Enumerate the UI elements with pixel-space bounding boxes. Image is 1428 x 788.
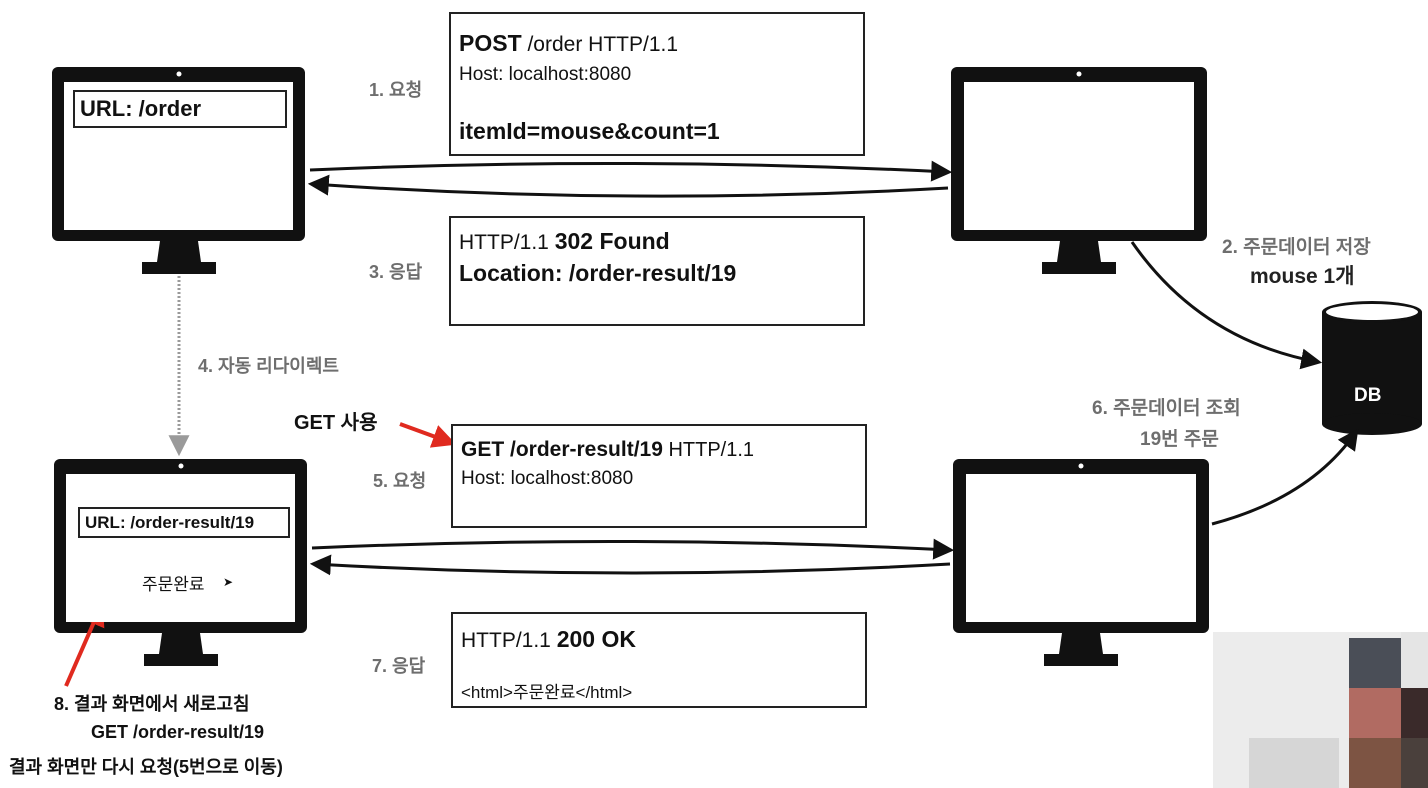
step-7-label: 7. 응답 <box>372 656 426 676</box>
save-arrow <box>1130 241 1323 370</box>
request-arrow-bottom <box>311 538 955 560</box>
video-overlay <box>1213 632 1428 788</box>
response-message-2: HTTP/1.1 200 OK <html>주문완료</html> <box>451 612 867 708</box>
request-path: GET /order-result/19 <box>461 438 663 461</box>
request-line: /order HTTP/1.1 <box>521 33 679 56</box>
http-method: POST <box>459 30 522 56</box>
response-body: <html>주문완료</html> <box>461 683 633 702</box>
query-arrow <box>1211 428 1359 526</box>
order-complete-text: 주문완료 <box>142 575 205 594</box>
status-code: 200 OK <box>556 626 636 652</box>
url-bar[interactable]: URL: /order-result/19 <box>78 507 290 538</box>
server-screen-top <box>964 82 1194 230</box>
step-5-label: 5. 요청 <box>373 471 427 491</box>
step-8-request: GET /order-result/19 <box>91 722 265 742</box>
url-bar[interactable]: URL: /order <box>73 90 287 128</box>
step-3-label: 3. 응답 <box>369 262 423 282</box>
request-line: HTTP/1.1 <box>662 439 755 461</box>
step-6-label: 6. 주문데이터 조회 <box>1092 398 1241 419</box>
server-screen-bottom <box>966 474 1196 622</box>
step-1-label: 1. 요청 <box>369 80 423 100</box>
db-label: DB <box>1354 385 1382 406</box>
step-2-detail: mouse 1개 <box>1250 265 1355 288</box>
cursor-icon: ➤ <box>223 575 234 589</box>
step-8-label: 8. 결과 화면에서 새로고침 <box>54 694 250 714</box>
step-4-label: 4. 자동 리다이렉트 <box>198 356 339 376</box>
client-screen-top: URL: /order <box>64 82 293 230</box>
response-arrow-bottom <box>309 554 951 576</box>
get-use-label: GET 사용 <box>294 412 378 434</box>
status-prefix: HTTP/1.1 <box>461 629 557 652</box>
request-body: itemId=mouse&count=1 <box>459 118 720 144</box>
step-8-note: 결과 화면만 다시 요청(5번으로 이동) <box>9 757 283 777</box>
get-use-arrow <box>399 422 457 448</box>
request-message-1: POST /order HTTP/1.1 Host: localhost:808… <box>449 12 865 156</box>
step-2-label: 2. 주문데이터 저장 <box>1222 237 1371 258</box>
status-code: 302 Found <box>554 228 670 254</box>
step-6-detail: 19번 주문 <box>1140 429 1219 450</box>
response-arrow-top <box>307 174 949 198</box>
host-header: Host: localhost:8080 <box>461 468 634 489</box>
db-cylinder <box>1322 301 1422 435</box>
host-header: Host: localhost:8080 <box>459 64 632 85</box>
request-message-2: GET /order-result/19 HTTP/1.1 Host: loca… <box>451 424 867 528</box>
request-arrow-top <box>309 160 953 182</box>
status-prefix: HTTP/1.1 <box>459 231 555 254</box>
client-screen-bottom: URL: /order-result/19 주문완료 ➤ <box>66 474 295 622</box>
response-message-1: HTTP/1.1 302 Found Location: /order-resu… <box>449 216 865 326</box>
location-header: Location: /order-result/19 <box>459 260 737 286</box>
